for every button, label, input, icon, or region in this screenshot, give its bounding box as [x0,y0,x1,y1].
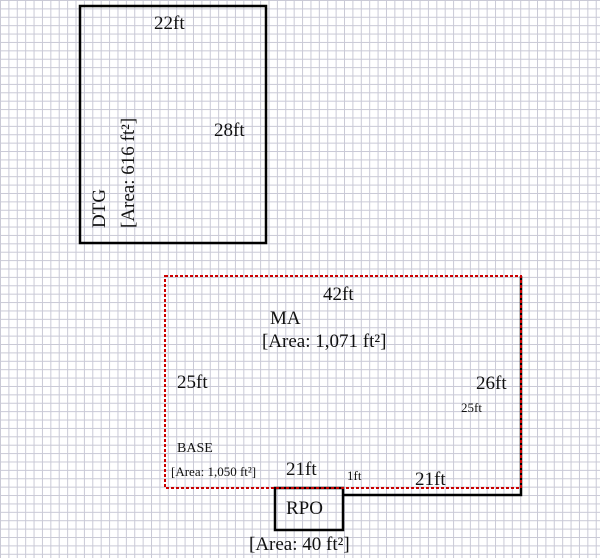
base-room-outline[interactable] [343,276,523,497]
base-right-label: 25ft [461,400,482,415]
ma-area: [Area: 1,071 ft²] [262,331,387,352]
rpo-name: RPO [286,498,323,519]
ma-name: MA [270,308,301,329]
base-gap-label: 1ft [347,468,362,483]
dtg-name: DTG [89,188,110,228]
base-area: [Area: 1,050 ft²] [171,464,257,479]
ma-room-outline[interactable] [164,275,522,489]
dtg-room-outline[interactable] [78,4,268,245]
base-name: BASE [177,441,213,456]
dtg-area: [Area: 616 ft²] [118,117,139,228]
ma-width-label: 42ft [323,284,354,305]
ma-left-label: 25ft [177,372,208,393]
dtg-width-label: 22ft [154,13,185,34]
base-bottom-right-label: 21ft [415,469,446,490]
dtg-height-label: 28ft [214,120,245,141]
dtg-label-rotated: DTG [Area: 616 ft²] [89,117,139,228]
rpo-area: [Area: 40 ft²] [249,534,350,555]
base-bottom-left-label: 21ft [286,459,317,480]
ma-right-label: 26ft [476,373,507,394]
